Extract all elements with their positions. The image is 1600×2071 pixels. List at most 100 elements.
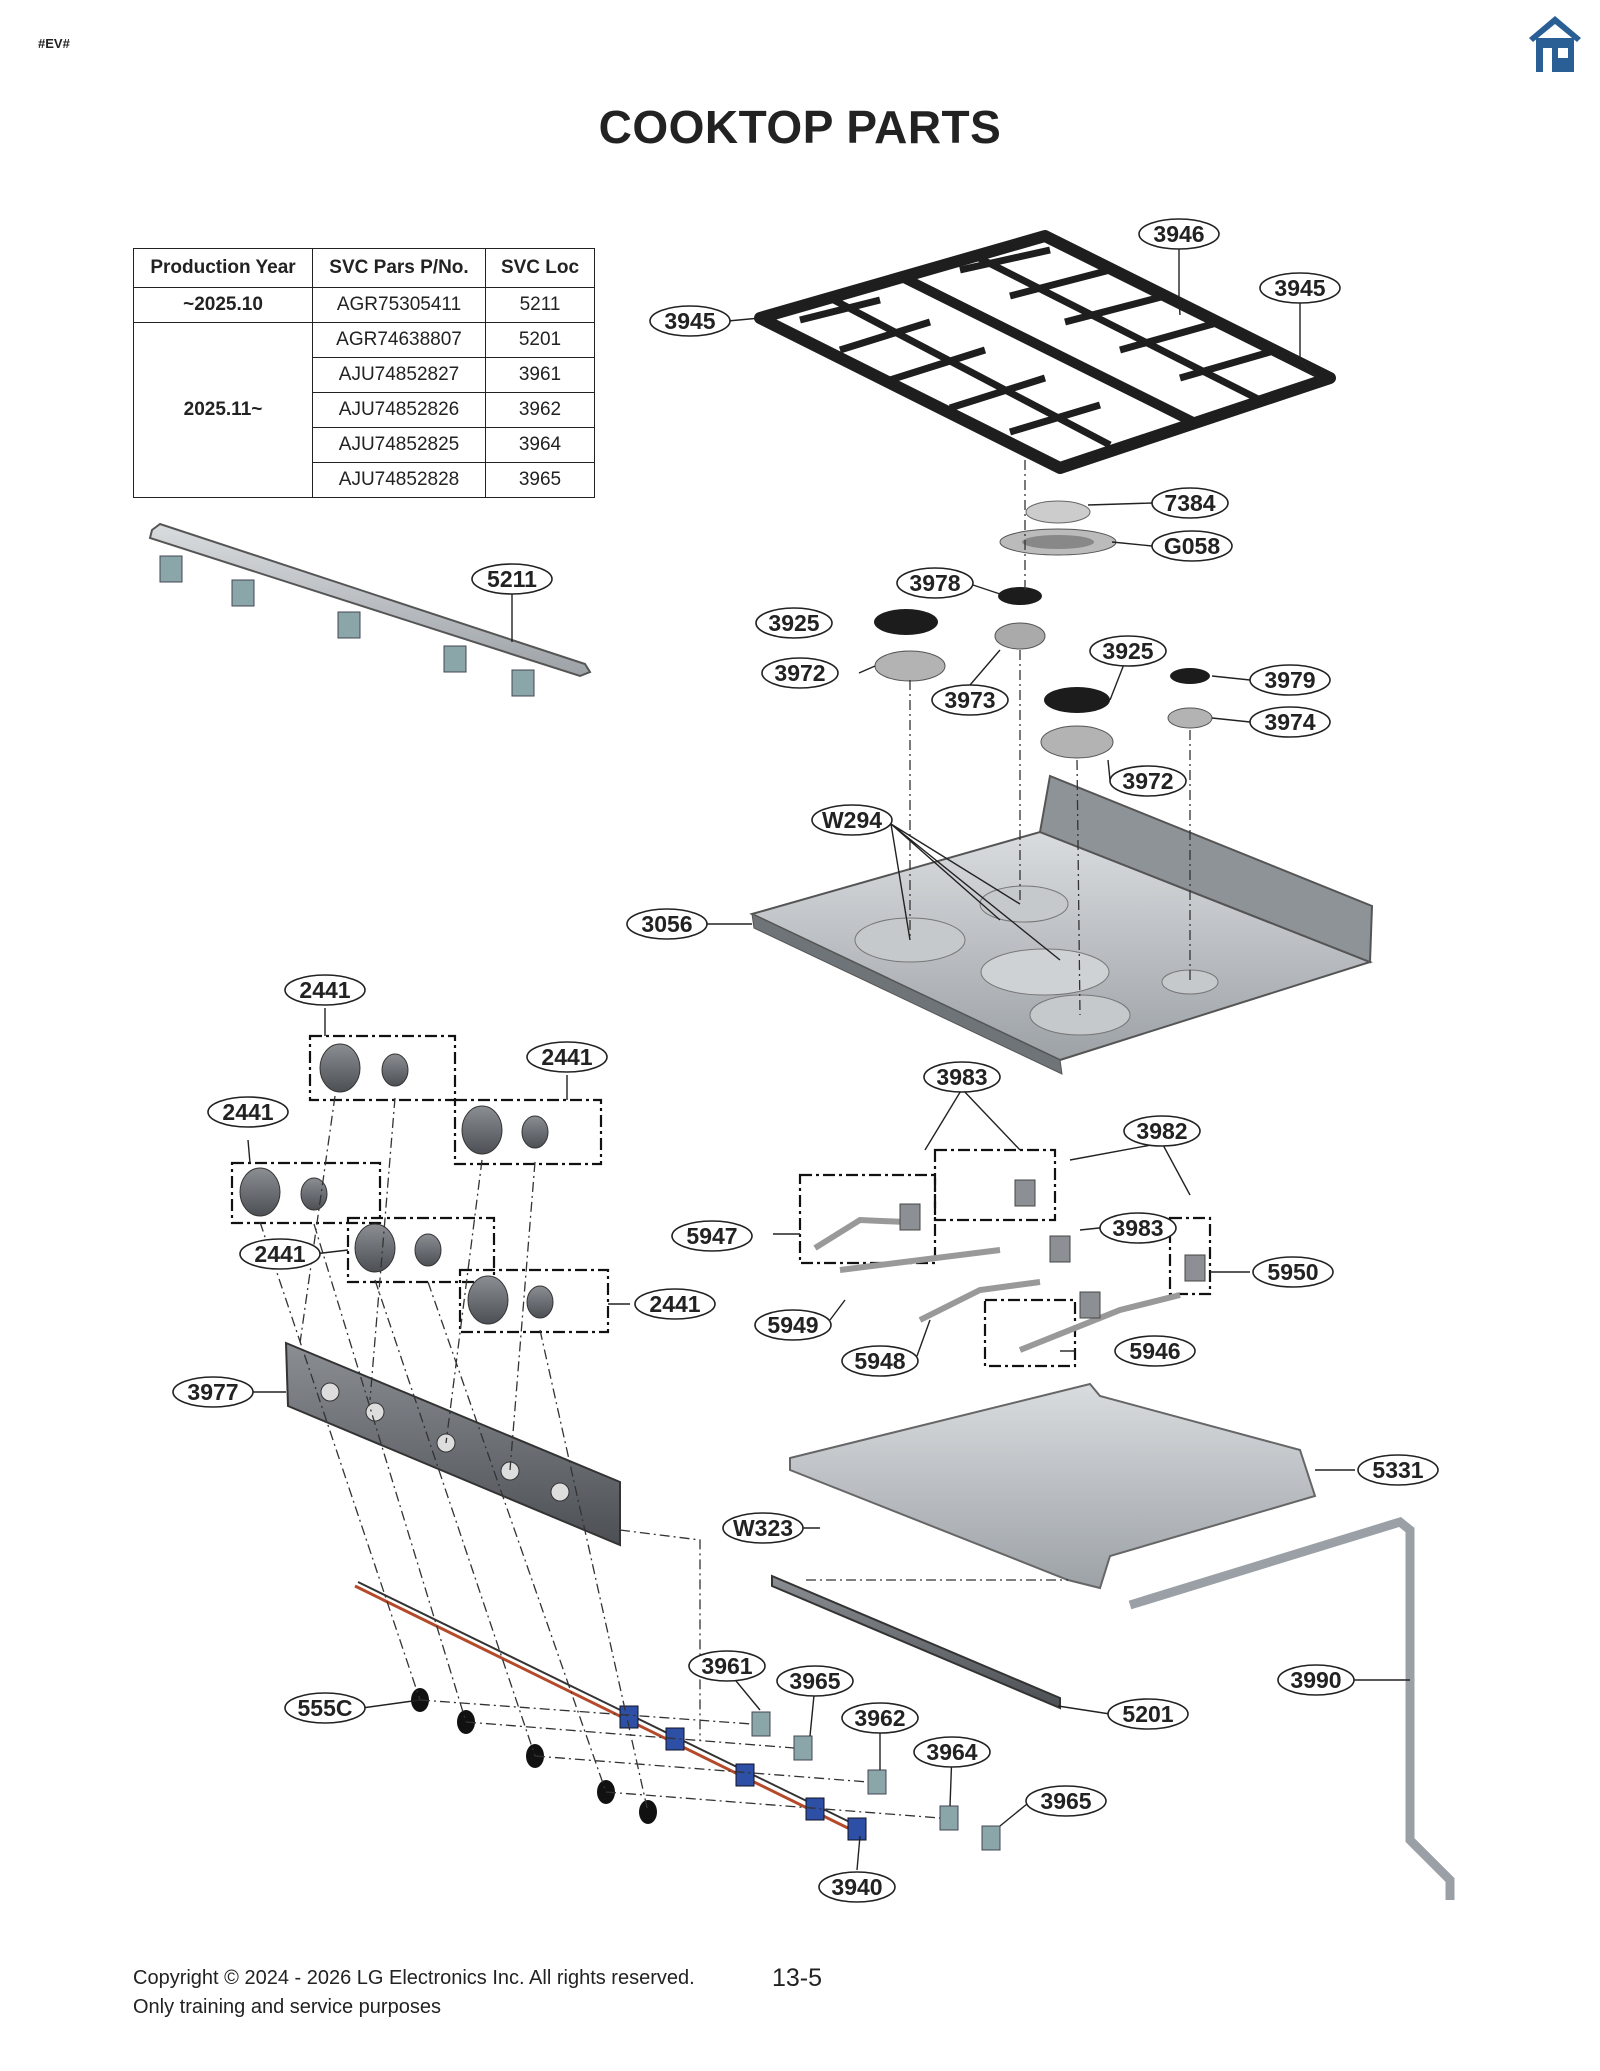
svg-text:5946: 5946 <box>1129 1338 1180 1364</box>
callout-2441[interactable]: 2441 <box>634 1288 716 1320</box>
lower-manifold <box>771 1574 1061 1710</box>
callout-5950[interactable]: 5950 <box>1252 1256 1334 1288</box>
callout-2441[interactable]: 2441 <box>239 1238 321 1270</box>
year-cell: ~2025.10 <box>133 287 313 323</box>
callout-3972[interactable]: 3972 <box>761 657 839 689</box>
svg-text:3940: 3940 <box>831 1874 882 1900</box>
leader-lines <box>247 244 1410 1871</box>
callout-5201[interactable]: 5201 <box>1107 1698 1189 1730</box>
page-tag: #EV# <box>38 36 70 51</box>
table-row: 2025.11~ AGR74638807 5201 <box>133 322 595 498</box>
bottom-plate <box>789 1382 1317 1590</box>
svg-text:3972: 3972 <box>774 660 825 686</box>
callout-G058[interactable]: G058 <box>1151 530 1233 562</box>
callout-5331[interactable]: 5331 <box>1357 1454 1439 1486</box>
callout-5947[interactable]: 5947 <box>671 1220 753 1252</box>
callout-3945[interactable]: 3945 <box>649 305 731 337</box>
callout-3946[interactable]: 3946 <box>1138 218 1220 250</box>
svg-text:2441: 2441 <box>222 1099 273 1125</box>
callout-3965[interactable]: 3965 <box>1025 1785 1107 1817</box>
svg-text:3946: 3946 <box>1153 221 1204 247</box>
svg-text:3978: 3978 <box>909 570 960 596</box>
svg-text:3964: 3964 <box>926 1739 977 1765</box>
callout-3940[interactable]: 3940 <box>818 1871 896 1903</box>
svg-text:5211: 5211 <box>487 566 537 592</box>
callout-3964[interactable]: 3964 <box>913 1736 991 1768</box>
loc-cell: 5201 <box>485 322 595 358</box>
callout-labels: 3946 3945 3945 7384 G058 3978 3925 3925 … <box>172 218 1439 1903</box>
callout-2441[interactable]: 2441 <box>526 1041 608 1073</box>
callout-3973[interactable]: 3973 <box>931 684 1009 716</box>
svg-text:5949: 5949 <box>767 1312 818 1338</box>
table-row: AJU74852825 3964 <box>134 427 595 463</box>
svg-text:3965: 3965 <box>1040 1788 1091 1814</box>
svg-text:2441: 2441 <box>299 977 350 1003</box>
callout-3925[interactable]: 3925 <box>755 607 833 639</box>
svg-text:G058: G058 <box>1164 533 1220 559</box>
callout-3961[interactable]: 3961 <box>688 1650 766 1682</box>
callout-3983[interactable]: 3983 <box>923 1061 1001 1093</box>
svg-text:5948: 5948 <box>854 1348 905 1374</box>
callout-W323[interactable]: W323 <box>722 1512 804 1544</box>
callout-2441[interactable]: 2441 <box>284 974 366 1006</box>
svg-text:5947: 5947 <box>686 1223 737 1249</box>
callout-3962[interactable]: 3962 <box>841 1702 919 1734</box>
svg-text:3945: 3945 <box>1274 275 1325 301</box>
knob-assemblies <box>230 1034 610 1334</box>
callout-3983[interactable]: 3983 <box>1099 1212 1177 1244</box>
callout-3978[interactable]: 3978 <box>896 567 974 599</box>
svg-text:3965: 3965 <box>789 1668 840 1694</box>
column-header: SVC Pars P/No. <box>312 248 486 288</box>
svg-text:3925: 3925 <box>1102 638 1153 664</box>
svg-text:2441: 2441 <box>649 1291 700 1317</box>
svg-text:3945: 3945 <box>664 308 715 334</box>
callout-5946[interactable]: 5946 <box>1114 1335 1196 1367</box>
table-row: ~2025.10 AGR75305411 5211 <box>133 287 595 323</box>
svg-text:W323: W323 <box>733 1515 793 1541</box>
callout-3925[interactable]: 3925 <box>1089 635 1167 667</box>
svg-text:3925: 3925 <box>768 610 819 636</box>
callout-5211[interactable]: 5211 <box>471 563 553 595</box>
callout-3990[interactable]: 3990 <box>1277 1664 1355 1696</box>
svg-text:3962: 3962 <box>854 1705 905 1731</box>
svg-text:2441: 2441 <box>541 1044 592 1070</box>
callout-3965[interactable]: 3965 <box>776 1665 854 1697</box>
page-number: 13-5 <box>772 1964 823 1992</box>
svg-text:5950: 5950 <box>1267 1259 1318 1285</box>
loc-cell: 5211 <box>485 287 595 323</box>
callout-7384[interactable]: 7384 <box>1151 487 1229 519</box>
svg-text:3974: 3974 <box>1264 709 1315 735</box>
callout-3974[interactable]: 3974 <box>1249 706 1331 738</box>
gas-manifold <box>148 522 592 697</box>
burner-tubes <box>798 1148 1212 1368</box>
callout-5948[interactable]: 5948 <box>841 1345 919 1377</box>
callout-3972[interactable]: 3972 <box>1109 765 1187 797</box>
svg-text:W294: W294 <box>822 807 882 833</box>
callout-555C[interactable]: 555C <box>284 1692 366 1724</box>
svg-text:5331: 5331 <box>1372 1457 1423 1483</box>
svg-text:3056: 3056 <box>641 911 692 937</box>
svg-text:3982: 3982 <box>1136 1118 1187 1144</box>
home-icon[interactable] <box>1527 14 1583 76</box>
callout-2441[interactable]: 2441 <box>207 1096 289 1128</box>
table-row: AJU74852828 3965 <box>134 462 595 498</box>
svg-text:3973: 3973 <box>944 687 995 713</box>
callout-3982[interactable]: 3982 <box>1123 1115 1201 1147</box>
table-row: AJU74852826 3962 <box>134 392 595 428</box>
page-title: COOKTOP PARTS <box>598 101 1002 153</box>
production-table: Production Year SVC Pars P/No. SVC Loc ~… <box>133 248 595 498</box>
loc-cell: 3965 <box>485 462 595 498</box>
callout-5949[interactable]: 5949 <box>754 1309 832 1341</box>
svg-text:3961: 3961 <box>701 1653 752 1679</box>
callout-3979[interactable]: 3979 <box>1249 664 1331 696</box>
callout-3056[interactable]: 3056 <box>626 908 708 940</box>
control-panel <box>284 1341 621 1547</box>
callout-3977[interactable]: 3977 <box>172 1376 254 1408</box>
svg-text:3983: 3983 <box>936 1064 987 1090</box>
loc-cell: 3964 <box>485 427 595 463</box>
callout-W294[interactable]: W294 <box>811 804 893 836</box>
table-header-row: Production Year SVC Pars P/No. SVC Loc <box>133 248 595 288</box>
callout-3945[interactable]: 3945 <box>1259 272 1341 304</box>
copyright-text: Copyright © 2024 - 2026 LG Electronics I… <box>133 1967 695 1989</box>
